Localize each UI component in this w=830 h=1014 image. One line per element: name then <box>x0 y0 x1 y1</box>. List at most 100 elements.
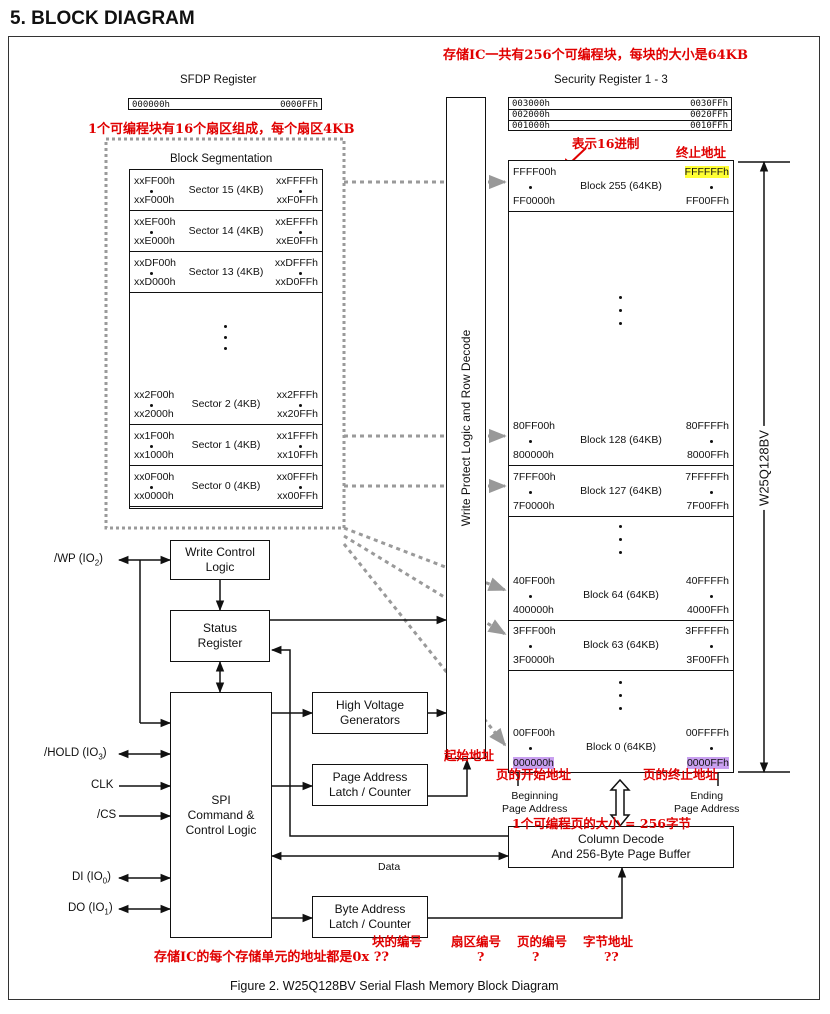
cell-br: 7F00FFh <box>686 500 729 512</box>
data-bus-label: Data <box>378 861 401 873</box>
pin-do: DO (IO1) <box>68 902 113 917</box>
cell-br: 8000FFh <box>686 449 729 461</box>
annotation-q2: ? <box>532 949 540 964</box>
cell-tl: xxDF00h <box>134 257 177 269</box>
cell-name: Sector 13 (4KB) <box>188 265 264 278</box>
cell-tr: xxEFFFh <box>275 216 318 228</box>
sfdp-end: 0000FFh <box>280 100 318 110</box>
cell-tl: xx1F00h <box>134 430 175 442</box>
ellipsis-dot-icon <box>619 681 622 684</box>
cell-br: xxE0FFh <box>275 235 318 247</box>
dotted-connectors <box>342 174 507 747</box>
dot-icon <box>529 490 532 494</box>
hv-generators-box: High Voltage Generators <box>312 692 428 734</box>
cell-br: 0000FFh <box>686 757 729 769</box>
section-title: 5. BLOCK DIAGRAM <box>10 8 195 29</box>
dot-icon <box>710 185 713 189</box>
dot-icon <box>529 185 532 189</box>
dot-icon <box>710 644 713 648</box>
ellipsis-dot-icon <box>619 694 622 697</box>
annotation-block-no: 块的编号 <box>372 934 423 949</box>
annotation-q1: ? <box>477 949 485 964</box>
sec3-end: 0030FFh <box>690 99 728 109</box>
cell-br: 3F00FFh <box>686 654 729 666</box>
cell-name: Sector 1 (4KB) <box>191 438 261 451</box>
annotation-page-start: 页的开始地址 <box>496 767 572 782</box>
dot-icon <box>710 439 713 443</box>
figure-caption: Figure 2. W25Q128BV Serial Flash Memory … <box>230 979 559 993</box>
cell-tr: xx1FFFh <box>276 430 318 442</box>
dot-icon <box>150 230 153 234</box>
pin-cs: /CS <box>97 809 117 821</box>
dot-icon <box>299 403 302 407</box>
pin-hold: /HOLD (IO3) <box>44 747 107 762</box>
cell-bl: 7F0000h <box>513 500 555 512</box>
annotation-block-sectors: 1个可编程块有16个扇区组成，每个扇区4KB <box>88 122 355 137</box>
annotation-page-no: 页的编号 <box>517 934 568 949</box>
sfdp-start: 000000h <box>132 100 170 110</box>
cell-bl: 400000h <box>513 604 554 616</box>
cell-bl: xx0000h <box>134 490 174 502</box>
dot-icon <box>710 594 713 598</box>
annotation-cell-addr: 存储IC的每个存储单元的地址都是0x ?? <box>154 950 389 965</box>
page-address-box: Page Address Latch / Counter <box>312 764 428 806</box>
dot-icon <box>150 271 153 275</box>
cell-name: Block 63 (64KB) <box>583 638 659 651</box>
annotation-end-addr: 终止地址 <box>676 145 727 160</box>
segmentation-dotted-outline <box>104 137 346 530</box>
dot-icon <box>299 189 302 193</box>
cell-name: Block 127 (64KB) <box>580 484 662 497</box>
ellipsis-dot-icon <box>619 538 622 541</box>
sec2-end: 0020FFh <box>690 110 728 120</box>
beginning-page-address: Beginning Page Address <box>502 790 568 815</box>
cell-bl: xxE000h <box>134 235 175 247</box>
cell-tr: 7FFFFFh <box>685 471 729 483</box>
annotation-byte-addr: 字节地址 <box>583 934 634 949</box>
cell-tl: xx0F00h <box>134 471 175 483</box>
cell-tr: 3FFFFFh <box>685 625 729 637</box>
cell-tl: 00FF00h <box>513 727 556 739</box>
dot-icon <box>150 189 153 193</box>
dot-icon <box>529 746 532 750</box>
ellipsis-dot-icon <box>619 309 622 312</box>
dot-icon <box>529 594 532 598</box>
cell-bl: xx1000h <box>134 449 174 461</box>
cell-tr: 40FFFFh <box>685 575 729 587</box>
cell-br: FF00FFh <box>685 195 729 207</box>
cell-name: Sector 14 (4KB) <box>188 224 264 237</box>
cell-bl: FF0000h <box>513 195 556 207</box>
ellipsis-dot-icon <box>224 347 227 350</box>
cell-bl: 800000h <box>513 449 554 461</box>
ending-page-address: Ending Page Address <box>674 790 740 815</box>
pin-wp: /WP (IO2) <box>54 553 103 568</box>
ellipsis-dot-icon <box>224 336 227 339</box>
segmentation-label: Block Segmentation <box>170 153 273 165</box>
cell-tr: xx2FFFh <box>276 389 318 401</box>
annotation-hex: 表示16进制 <box>572 136 640 151</box>
cell-tr: xx0FFFh <box>276 471 318 483</box>
sec3-start: 003000h <box>512 99 550 109</box>
dot-icon <box>299 271 302 275</box>
ellipsis-dot-icon <box>619 296 622 299</box>
annotation-sector-no: 扇区编号 <box>451 934 502 949</box>
cell-name: Sector 0 (4KB) <box>191 479 261 492</box>
write-protect-label: Write Protect Logic and Row Decode <box>459 329 473 527</box>
cell-tl: 40FF00h <box>513 575 556 587</box>
sfdp-label: SFDP Register <box>180 74 257 86</box>
cell-name: Block 0 (64KB) <box>585 740 657 753</box>
cell-br: xx00FFh <box>277 490 318 502</box>
annotation-page-size: 1个可编程页的大小 = 256字节 <box>512 816 691 831</box>
ellipsis-dot-icon <box>619 322 622 325</box>
cell-tl: 3FFF00h <box>513 625 556 637</box>
cell-name: Sector 15 (4KB) <box>188 183 264 196</box>
cell-br: xx20FFh <box>277 408 318 420</box>
